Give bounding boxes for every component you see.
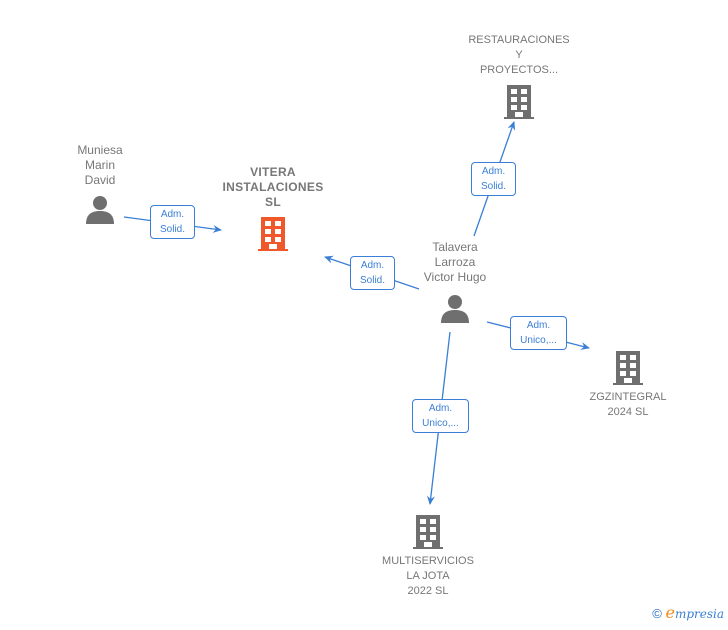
- edge-label-talavera-restauraciones[interactable]: Adm. Solid.: [471, 162, 516, 196]
- role-line2: Unico,...: [520, 335, 557, 346]
- edge-label-talavera-vitera[interactable]: Adm. Solid.: [350, 256, 395, 290]
- building-icon: [413, 515, 443, 549]
- node-label[interactable]: Muniesa Marin David: [77, 143, 123, 187]
- node-restauraciones[interactable]: RESTAURACIONES Y PROYECTOS...: [459, 33, 579, 124]
- edge-label-talavera-zgzintegral[interactable]: Adm. Unico,...: [510, 316, 567, 350]
- copyright-icon: ©: [652, 606, 662, 621]
- person-icon: [86, 196, 114, 224]
- node-talavera[interactable]: Talavera Larroza Victor Hugo: [410, 240, 500, 327]
- role-line2: Solid.: [480, 181, 506, 192]
- node-vitera-main-company[interactable]: VITERA INSTALACIONES SL: [213, 165, 333, 256]
- role-line2: Solid.: [359, 275, 385, 286]
- node-label[interactable]: VITERA INSTALACIONES SL: [222, 165, 324, 209]
- edge-label-muniesa-vitera[interactable]: Adm. Solid.: [150, 205, 195, 239]
- node-label[interactable]: ZGZINTEGRAL 2024 SL: [589, 391, 667, 418]
- node-label[interactable]: Talavera Larroza Victor Hugo: [423, 240, 487, 284]
- role-line1: Adm.: [428, 403, 453, 414]
- empresia-footer[interactable]: © empresia: [652, 603, 724, 622]
- role-line1: Adm.: [360, 260, 385, 271]
- role-line2: Solid.: [159, 224, 185, 235]
- role-line1: Adm.: [160, 209, 185, 220]
- edge-label-talavera-multiservicios[interactable]: Adm. Unico,...: [412, 399, 469, 433]
- building-icon: [504, 85, 534, 119]
- building-icon: [258, 217, 288, 251]
- person-icon: [441, 295, 469, 323]
- role-line1: Adm.: [526, 320, 551, 331]
- role-line1: Adm.: [481, 166, 506, 177]
- building-icon: [613, 351, 643, 385]
- role-line2: Unico,...: [422, 418, 459, 429]
- node-multiservicios[interactable]: MULTISERVICIOS LA JOTA 2022 SL: [368, 514, 488, 599]
- node-zgzintegral[interactable]: ZGZINTEGRAL 2024 SL: [573, 350, 683, 420]
- node-label[interactable]: MULTISERVICIOS LA JOTA 2022 SL: [382, 555, 474, 597]
- node-label[interactable]: RESTAURACIONES Y PROYECTOS...: [468, 34, 570, 76]
- empresia-logo[interactable]: empresia: [665, 603, 724, 622]
- node-muniesa[interactable]: Muniesa Marin David: [60, 143, 140, 228]
